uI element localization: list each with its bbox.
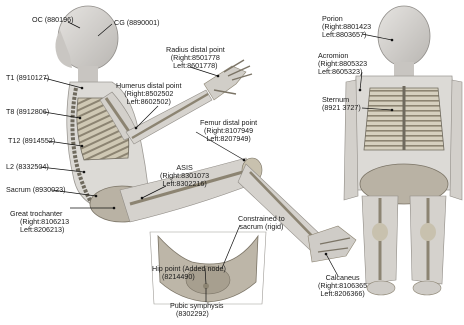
label-sternum-id: (8921 3727) <box>322 104 361 112</box>
label-porion-left: Left:8803657) <box>322 31 371 39</box>
label-calcaneus: Calcaneus (Right:8106365 Left:8206366) <box>318 274 367 298</box>
label-oc: OC (880196) <box>32 16 74 24</box>
label-asis: ASIS (Right:8301073 Left:8302216) <box>160 164 209 188</box>
label-pubic: Pubic symphysis (8302292) <box>170 302 224 318</box>
front-right-foot <box>413 281 441 295</box>
front-right-arm <box>450 80 462 200</box>
label-great-trochanter: Great trochanter (Right:8106213 Left:820… <box>10 210 69 234</box>
label-femur-left: Left:8207949) <box>200 135 257 143</box>
front-left-foot <box>367 281 395 295</box>
label-calcaneus-left: Left:8206366) <box>318 290 367 298</box>
label-radius: Radius distal point (Right:8501778 Left:… <box>166 46 225 70</box>
label-acromion-left: Left:8605323) <box>318 68 367 76</box>
label-cg: CG (8890001) <box>114 19 160 27</box>
label-constrained: Constrained to sacrum (rigid) <box>238 215 285 231</box>
label-t8: T8 (8912806) <box>6 108 49 116</box>
label-t1: T1 (8910127) <box>6 74 49 82</box>
label-pubic-id: (8302292) <box>170 310 224 318</box>
label-acromion: Acromion (Right:8805323 Left:8605323) <box>318 52 367 76</box>
label-radius-left: Left:8601778) <box>166 62 225 70</box>
label-l2: L2 (8332504) <box>6 163 49 171</box>
label-constrained-line2: sacrum (rigid) <box>238 223 285 231</box>
label-sacrum: Sacrum (8930023) <box>6 186 66 194</box>
front-head <box>378 6 430 66</box>
front-body <box>344 6 462 295</box>
label-humerus: Humerus distal point (Right:8502502 Left… <box>116 82 182 106</box>
label-humerus-left: Left:8602502) <box>116 98 182 106</box>
label-hip-point: Hip point (Added node) (8214490) <box>152 265 226 281</box>
label-asis-left: Left:8302216) <box>160 180 209 188</box>
label-porion: Porion (Right:8801423 Left:8803657) <box>322 15 371 39</box>
label-hip-id: (8214490) <box>152 273 226 281</box>
label-t12: T12 (8914552) <box>8 137 55 145</box>
label-femur: Femur distal point (Right:8107949 Left:8… <box>200 119 257 143</box>
label-sternum: Sternum (8921 3727) <box>322 96 361 112</box>
label-gt-left: Left:8206213) <box>10 226 69 234</box>
